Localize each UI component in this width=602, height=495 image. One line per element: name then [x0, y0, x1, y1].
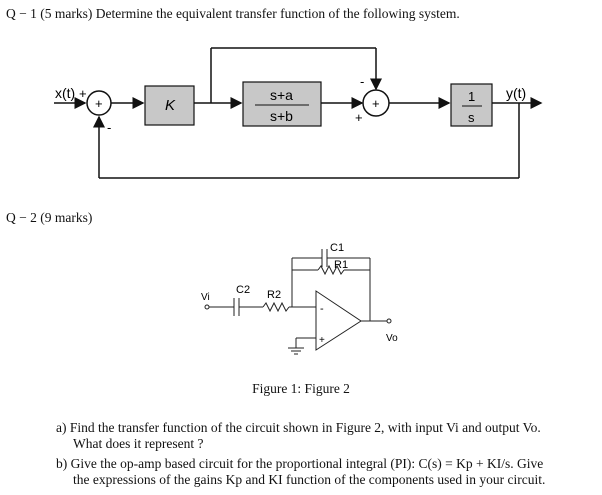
- input-label: x(t): [55, 85, 75, 101]
- question-1: Q − 1 (5 marks) Determine the equivalent…: [6, 6, 460, 22]
- integrator-denominator: s: [468, 110, 475, 125]
- part-b-marker: b): [56, 456, 68, 471]
- sum2-minus-sign: -: [360, 74, 364, 89]
- part-a: a) Find the transfer function of the cir…: [56, 420, 596, 452]
- part-a-line2: What does it represent ?: [73, 436, 204, 451]
- q2-text: (9 marks): [40, 210, 93, 225]
- gain-label: K: [165, 97, 176, 114]
- q2-label: Q − 2: [6, 210, 37, 225]
- r2-label: R2: [267, 289, 281, 301]
- lead-numerator: s+a: [270, 87, 293, 103]
- r1-label: R1: [334, 259, 348, 271]
- lead-block: [242, 81, 322, 127]
- c2-label: C2: [236, 284, 250, 296]
- sum1-center-sign: +: [95, 96, 103, 111]
- integrator-block: [450, 83, 493, 127]
- block-diagram: x(t) y(t) K s+a s+b 1 s + + - + + -: [54, 47, 543, 179]
- figure-caption: Figure 1: Figure 2: [252, 381, 350, 396]
- sum2-center-sign: +: [372, 96, 380, 111]
- noninverting-sign: +: [319, 335, 325, 346]
- vi-label: Vi: [201, 292, 210, 303]
- question-2: Q − 2 (9 marks): [6, 210, 92, 226]
- part-b-line1: Give the op-amp based circuit for the pr…: [70, 456, 544, 471]
- q1-label: Q − 1: [6, 6, 37, 21]
- integrator-numerator: 1: [468, 89, 475, 104]
- inverting-sign: -: [320, 303, 324, 315]
- part-a-line1: Find the transfer function of the circui…: [69, 420, 541, 435]
- vo-label: Vo: [386, 333, 398, 344]
- part-a-marker: a): [56, 420, 67, 435]
- output-label: y(t): [506, 85, 526, 101]
- lead-denominator: s+b: [270, 108, 293, 124]
- sum1-minus-sign: -: [107, 120, 111, 135]
- part-b: b) Give the op-amp based circuit for the…: [56, 456, 596, 488]
- sum2-plus-sign: +: [355, 110, 363, 125]
- c1-label: C1: [330, 242, 344, 254]
- part-b-line2: the expressions of the gains Kp and KI f…: [73, 472, 546, 487]
- sum1-plus-sign: +: [79, 86, 87, 101]
- opamp-circuit: C1 R1 C2 R2 Vi Vo - +: [201, 242, 398, 355]
- gain-block: [144, 85, 195, 126]
- q1-text: (5 marks) Determine the equivalent trans…: [40, 6, 460, 21]
